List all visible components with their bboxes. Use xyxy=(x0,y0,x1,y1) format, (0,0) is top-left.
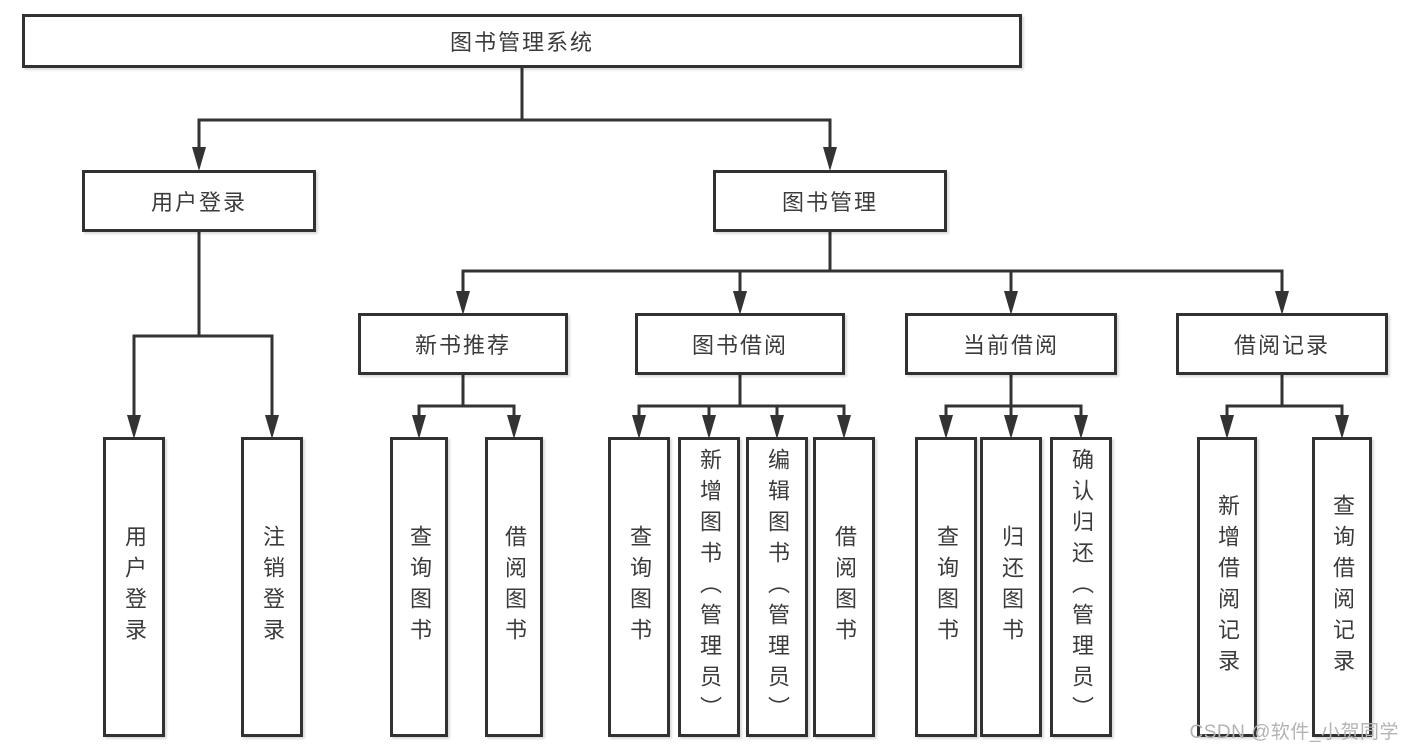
arrowheads xyxy=(127,147,1349,439)
leaf-add-book-admin-label: 新增图书（管理员） xyxy=(697,447,722,727)
leaf-edit-book-admin-label: 编辑图书（管理员） xyxy=(765,447,790,727)
node-current-borrow: 当前借阅 xyxy=(905,313,1117,375)
leaf-user-login: 用户登录 xyxy=(103,437,165,737)
leaf-borrow-books-recommend-label: 借阅图书 xyxy=(502,525,527,649)
leaf-borrow-books-recommend: 借阅图书 xyxy=(485,437,543,737)
node-library-system-label: 图书管理系统 xyxy=(449,30,594,55)
node-user-login-label: 用户登录 xyxy=(150,190,247,215)
leaf-logout: 注销登录 xyxy=(241,437,303,737)
node-borrow-records: 借阅记录 xyxy=(1176,313,1388,375)
node-book-management-label: 图书管理 xyxy=(781,190,878,215)
node-borrow-records-label: 借阅记录 xyxy=(1233,333,1330,358)
node-current-borrow-label: 当前借阅 xyxy=(962,333,1059,358)
node-library-system: 图书管理系统 xyxy=(22,14,1022,68)
leaf-borrow-books: 借阅图书 xyxy=(813,437,875,737)
node-new-book-recommend: 新书推荐 xyxy=(358,313,568,375)
leaf-edit-book-admin: 编辑图书（管理员） xyxy=(746,437,808,737)
leaf-search-books-recommend-label: 查询图书 xyxy=(407,525,432,649)
leaf-search-books-current-label: 查询图书 xyxy=(934,525,959,649)
leaf-search-borrow-record: 查询借阅记录 xyxy=(1312,437,1372,737)
leaf-add-borrow-record-label: 新增借阅记录 xyxy=(1215,494,1240,680)
node-new-book-recommend-label: 新书推荐 xyxy=(414,333,511,358)
leaf-borrow-books-label: 借阅图书 xyxy=(832,525,857,649)
node-book-borrow: 图书借阅 xyxy=(635,313,845,375)
leaf-search-books-recommend: 查询图书 xyxy=(390,437,448,737)
leaf-search-books-borrow-label: 查询图书 xyxy=(627,525,652,649)
leaf-add-book-admin: 新增图书（管理员） xyxy=(678,437,740,737)
leaf-add-borrow-record: 新增借阅记录 xyxy=(1197,437,1257,737)
leaf-confirm-return-admin: 确认归还（管理员） xyxy=(1050,437,1112,737)
leaf-search-books-borrow: 查询图书 xyxy=(608,437,670,737)
leaf-search-borrow-record-label: 查询借阅记录 xyxy=(1330,494,1355,680)
leaf-return-book-label: 归还图书 xyxy=(999,525,1024,649)
leaf-logout-label: 注销登录 xyxy=(260,525,285,649)
csdn-watermark: CSDN @软件_小贺同学 xyxy=(1189,722,1399,743)
connector-paths xyxy=(132,66,1344,419)
leaf-confirm-return-admin-label: 确认归还（管理员） xyxy=(1069,447,1094,727)
leaf-search-books-current: 查询图书 xyxy=(915,437,977,737)
leaf-user-login-label: 用户登录 xyxy=(122,525,147,649)
leaf-return-book: 归还图书 xyxy=(980,437,1042,737)
node-user-login: 用户登录 xyxy=(82,170,316,232)
node-book-borrow-label: 图书借阅 xyxy=(691,333,788,358)
node-book-management: 图书管理 xyxy=(713,170,947,232)
